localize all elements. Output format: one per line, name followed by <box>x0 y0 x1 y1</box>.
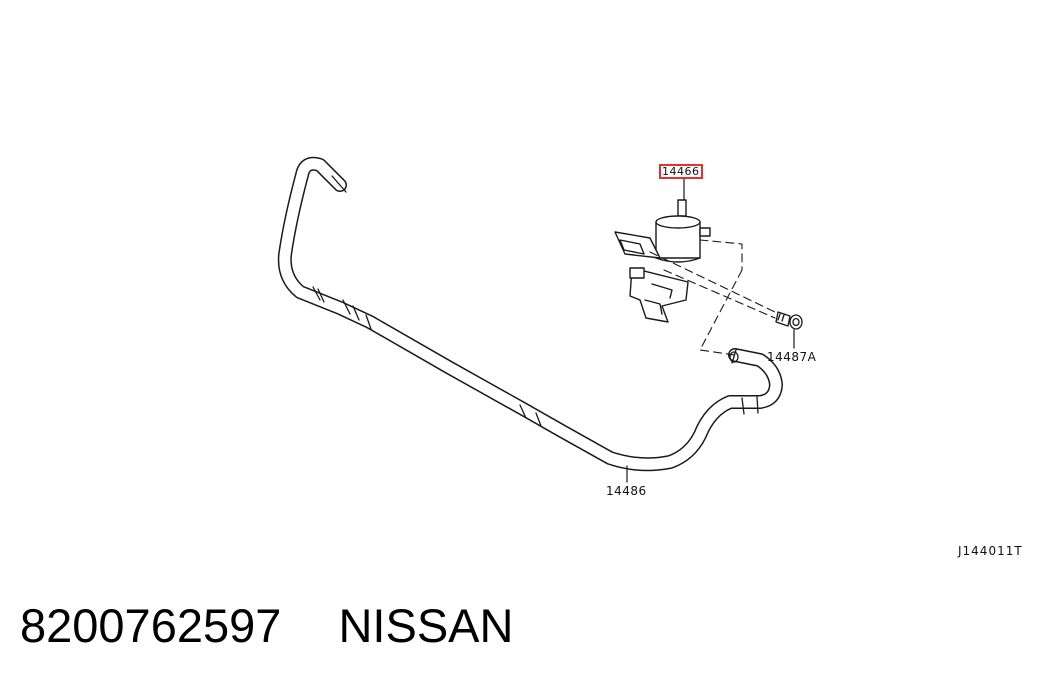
bolt-14487a <box>775 311 803 330</box>
solenoid-valve-14466 <box>614 199 711 323</box>
part-number: 8200762597 <box>20 599 282 652</box>
callout-14466: 14466 <box>659 164 703 179</box>
callout-14486: 14486 <box>606 484 647 498</box>
vacuum-hose-14486 <box>277 156 783 472</box>
diagram-code: J144011T <box>958 544 1023 558</box>
assembly-dashed-lines <box>649 239 776 356</box>
bottom-caption: 8200762597 NISSAN <box>20 598 513 653</box>
callout-14487a: 14487A <box>767 350 817 364</box>
brand-name: NISSAN <box>338 599 514 652</box>
